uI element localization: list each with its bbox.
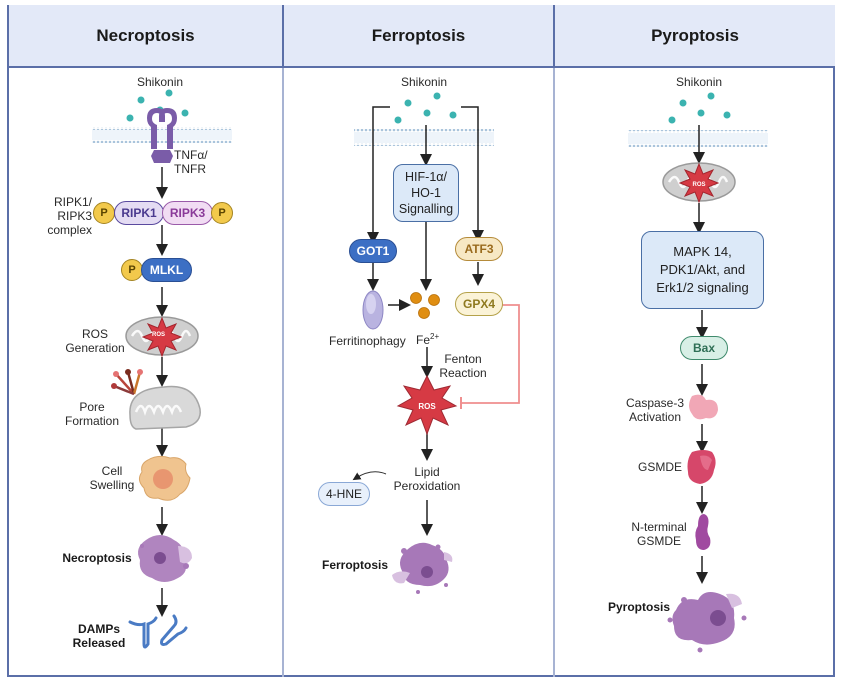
ripk3-pill: RIPK3 <box>162 201 213 225</box>
phospho-badge: P <box>93 202 115 224</box>
gpx4-pill: GPX4 <box>455 292 503 316</box>
atf3-pill: ATF3 <box>455 237 503 261</box>
column-divider <box>282 68 284 677</box>
n-terminal-gsmde-label: N-terminal GSMDE <box>631 520 687 548</box>
phospho-badge: P <box>121 259 143 281</box>
fenton-reaction-label: Fenton Reaction <box>439 352 487 380</box>
damps-label: DAMPs Released <box>72 622 126 650</box>
shikonin-label: Shikonin <box>137 75 184 89</box>
iron-label: Fe2+ <box>416 332 440 347</box>
receptor-label: TNFα/ TNFR <box>174 148 208 176</box>
caspase-3-label: Caspase-3 Activation <box>625 396 685 424</box>
column-divider <box>282 5 284 68</box>
header-necroptosis: Necroptosis <box>9 5 282 68</box>
shikonin-label: Shikonin <box>401 75 448 89</box>
column-divider <box>553 68 555 677</box>
mlkl-pill: MLKL <box>141 258 192 282</box>
header-pyroptosis: Pyroptosis <box>555 5 835 68</box>
gsmde-label: GSMDE <box>638 460 683 474</box>
pyroptosis-outcome-label: Pyroptosis <box>608 600 671 614</box>
ferroptosis-outcome-label: Ferroptosis <box>322 558 389 572</box>
4-hne-pill: 4-HNE <box>318 482 370 506</box>
necroptosis-outcome-label: Necroptosis <box>62 551 132 565</box>
got1-pill: GOT1 <box>349 239 397 263</box>
phospho-badge: P <box>211 202 233 224</box>
complex-label: RIPK1/ RIPK3 complex <box>47 195 92 237</box>
shikonin-label: Shikonin <box>676 75 723 89</box>
column-title: Necroptosis <box>96 25 195 45</box>
ros-generation-label: ROS Generation <box>65 327 125 355</box>
lipid-peroxidation-label: Lipid Peroxidation <box>393 465 461 493</box>
column-divider <box>553 5 555 68</box>
pore-formation-label: Pore Formation <box>64 400 120 428</box>
column-title: Ferroptosis <box>371 25 466 45</box>
column-title: Pyroptosis <box>651 25 739 45</box>
bax-pill: Bax <box>680 336 728 360</box>
hif-signalling-box: HIF-1α/ HO-1 Signalling <box>393 164 459 222</box>
ros-text: ROS <box>152 332 166 338</box>
header-ferroptosis: Ferroptosis <box>284 5 553 68</box>
ferritinophagy-label: Ferritinophagy <box>329 334 406 348</box>
signaling-box: MAPK 14, PDK1/Akt, and Erk1/2 signaling <box>641 231 764 309</box>
cell-swelling-label: Cell Swelling <box>89 464 135 492</box>
ripk1-pill: RIPK1 <box>114 201 164 225</box>
